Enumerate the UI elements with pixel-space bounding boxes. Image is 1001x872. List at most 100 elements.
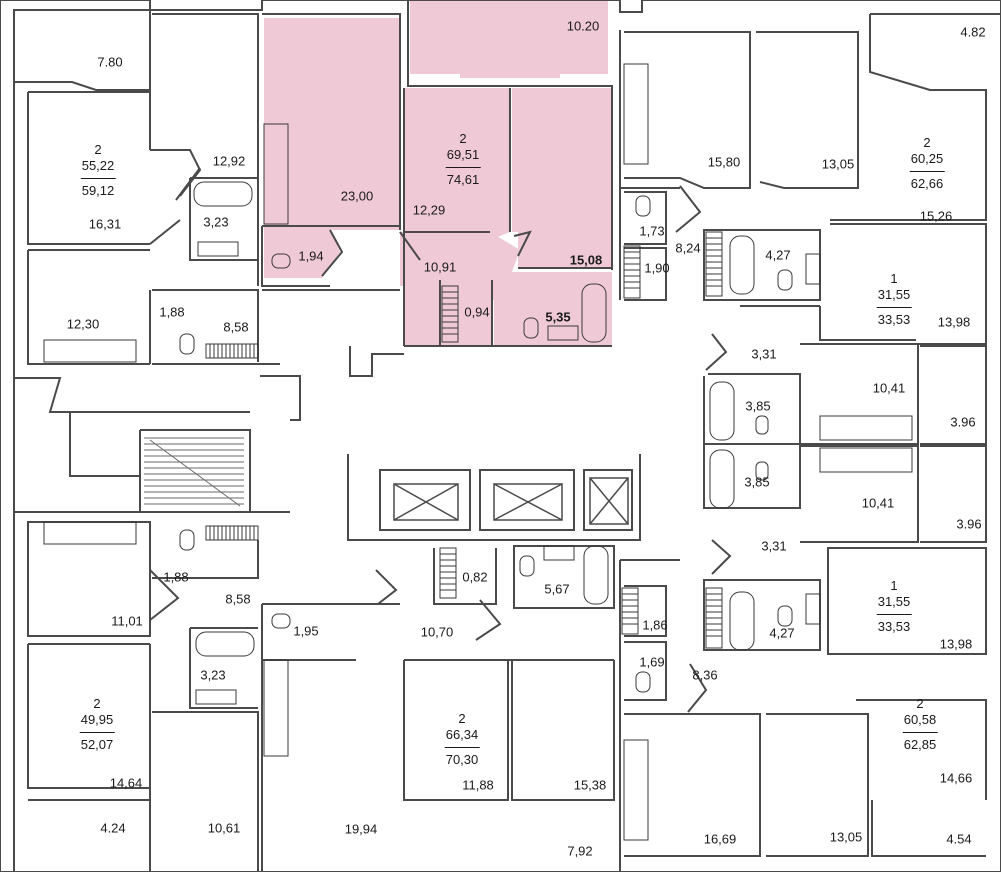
apartment-center-bottom: 2 66,34 70,30: [444, 711, 480, 768]
apartment-e-upper: 1 31,55 33,53: [876, 271, 912, 328]
apartment-living-area: 31,55: [876, 286, 912, 308]
apartment-total-area: 74,61: [446, 172, 480, 187]
vent-strips: [205, 231, 723, 649]
room-area-label: 10,41: [861, 495, 895, 511]
apartment-living-area: 60,58: [902, 711, 938, 733]
room-area-label: 3,31: [761, 538, 787, 554]
room-area-label: 3.96: [956, 516, 982, 532]
room-area-label: 3,85: [744, 474, 770, 490]
room-area-label: 12,30: [66, 316, 100, 332]
room-area-label: 10,41: [872, 380, 906, 396]
room-area-label: 1,90: [644, 260, 670, 276]
highlighted-room-bedroom-1229: [404, 88, 510, 240]
stair-treads: [144, 437, 244, 507]
room-area-label: 1,95: [293, 623, 319, 639]
apartment-total-area: 70,30: [445, 752, 479, 767]
room-area-label: 7.80: [97, 54, 123, 70]
apartment-living-area: 69,51: [445, 146, 481, 168]
highlighted-room-loggia-1020: [410, 0, 608, 78]
apartment-living-area: 55,22: [80, 157, 116, 179]
apartment-total-area: 62,66: [910, 176, 944, 191]
highlighted-room-wc-094: [440, 280, 492, 346]
room-area-label: 10,70: [420, 624, 454, 640]
room-area-label: 5,67: [544, 581, 570, 597]
room-area-label: 8,36: [692, 667, 718, 683]
room-area-label: 13,98: [937, 314, 971, 330]
room-area-label: 10,61: [207, 820, 241, 836]
highlighted-room-hall-1091: [400, 232, 520, 346]
highlighted-room-living-23: [264, 18, 400, 276]
room-area-label: 10.20: [566, 18, 600, 34]
room-area-label: 4.82: [960, 24, 986, 40]
apartment-rooms: 2: [916, 696, 924, 711]
room-area-label: 12,29: [412, 202, 446, 218]
room-area-label: 1,88: [163, 569, 189, 585]
room-area-label: 1,86: [642, 617, 668, 633]
apartment-living-area: 66,34: [444, 726, 480, 748]
room-area-label: 11,01: [111, 613, 143, 629]
room-area-label: 1,88: [159, 304, 185, 320]
kitchen-counters: [43, 63, 913, 841]
room-area-label: 23,00: [340, 188, 374, 204]
apartment-living-area: 60,25: [909, 150, 945, 172]
room-area-label: 15,38: [573, 777, 607, 793]
highlighted-apartment: [264, 0, 612, 346]
apartment-sw: 2 49,95 52,07: [79, 696, 115, 753]
room-area-label: 4,27: [769, 625, 795, 641]
room-area-label: 4.54: [946, 831, 972, 847]
room-area-label: 14,66: [939, 770, 973, 786]
apartment-total-area: 33,53: [877, 312, 911, 327]
apartment-total-area: 59,12: [81, 183, 115, 198]
fixtures: [179, 195, 821, 705]
apartment-rooms: 1: [890, 271, 898, 286]
apartment-rooms: 2: [923, 135, 931, 150]
room-area-label: 8,24: [675, 240, 701, 256]
room-area-label: 10,91: [423, 259, 457, 275]
room-area-label: 8,58: [225, 591, 251, 607]
room-area-label: 8,58: [223, 319, 249, 335]
room-area-label: 13,98: [939, 636, 973, 652]
apartment-rooms: 2: [94, 142, 102, 157]
room-area-label: 15,26: [919, 208, 953, 224]
room-area-label: 3,23: [203, 214, 229, 230]
highlighted-room-bedroom-1508: [512, 88, 612, 268]
room-area-label: 0,82: [462, 569, 488, 585]
highlighted-room-bath-194: [264, 228, 340, 278]
room-area-label: 3,85: [745, 398, 771, 414]
apartment-ne: 2 60,25 62,66: [909, 135, 945, 192]
apartment-rooms: 2: [459, 131, 467, 146]
apartment-rooms: 2: [93, 696, 101, 711]
room-area-label: 1,94: [298, 248, 324, 264]
apartment-total-area: 62,85: [903, 737, 937, 752]
room-area-label: 16,69: [703, 831, 737, 847]
apartment-rooms: 1: [890, 578, 898, 593]
room-area-label: 3,31: [751, 346, 777, 362]
room-area-label: 13,05: [829, 829, 863, 845]
room-area-label: 15,80: [707, 154, 741, 170]
room-area-label: 12,92: [212, 153, 246, 169]
room-area-label: 7,92: [567, 843, 593, 859]
room-area-label: 14,64: [109, 775, 143, 791]
bathtubs: [193, 181, 755, 657]
apartment-center-top: 2 69,51 74,61: [445, 131, 481, 188]
apartment-total-area: 33,53: [877, 619, 911, 634]
apartment-e-lower: 1 31,55 33,53: [876, 578, 912, 635]
room-area-label: 4,27: [765, 247, 791, 263]
room-area-label: 5,35: [545, 309, 571, 325]
room-area-label: 0,94: [464, 304, 490, 320]
room-area-label: 13,05: [821, 156, 855, 172]
apartment-total-area: 52,07: [80, 737, 114, 752]
apartment-nw: 2 55,22 59,12: [80, 142, 116, 199]
room-area-label: 11,88: [462, 777, 494, 793]
room-area-label: 19,94: [344, 821, 378, 837]
room-area-label: 4.24: [100, 820, 126, 836]
lift-shafts: [393, 477, 629, 525]
apartment-living-area: 49,95: [79, 711, 115, 733]
room-area-label: 1,69: [639, 654, 665, 670]
apartment-se: 2 60,58 62,85: [902, 696, 938, 753]
room-area-label: 3.96: [950, 414, 976, 430]
room-area-label: 1,73: [639, 223, 665, 239]
